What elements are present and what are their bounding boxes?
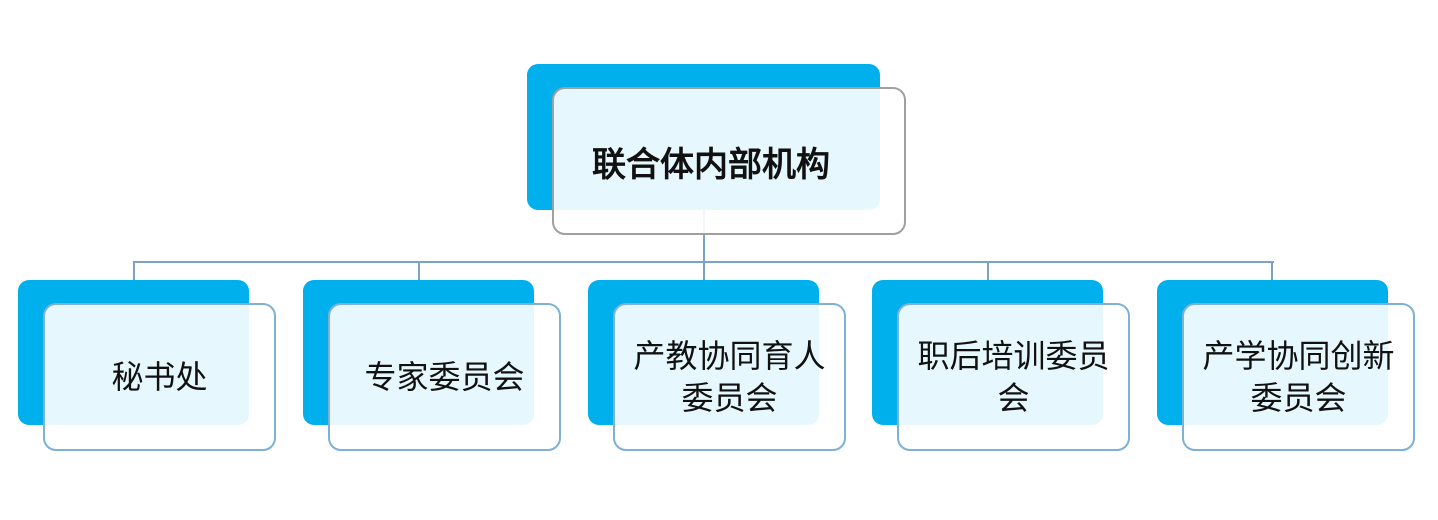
connector-drop <box>418 261 420 281</box>
root-node-label: 联合体内部机构 <box>552 87 906 235</box>
connector-drop <box>987 261 989 281</box>
child-node-label: 职后培训委员会 <box>897 303 1130 451</box>
child-node-label: 产学协同创新委员会 <box>1182 303 1415 451</box>
connector-drop <box>703 261 705 281</box>
child-node-label: 专家委员会 <box>328 303 561 451</box>
connector-drop <box>1271 261 1273 281</box>
connector-drop <box>133 261 135 281</box>
child-node-label: 产教协同育人委员会 <box>613 303 846 451</box>
child-node-label: 秘书处 <box>43 303 276 451</box>
connector-root-vertical <box>703 210 705 263</box>
